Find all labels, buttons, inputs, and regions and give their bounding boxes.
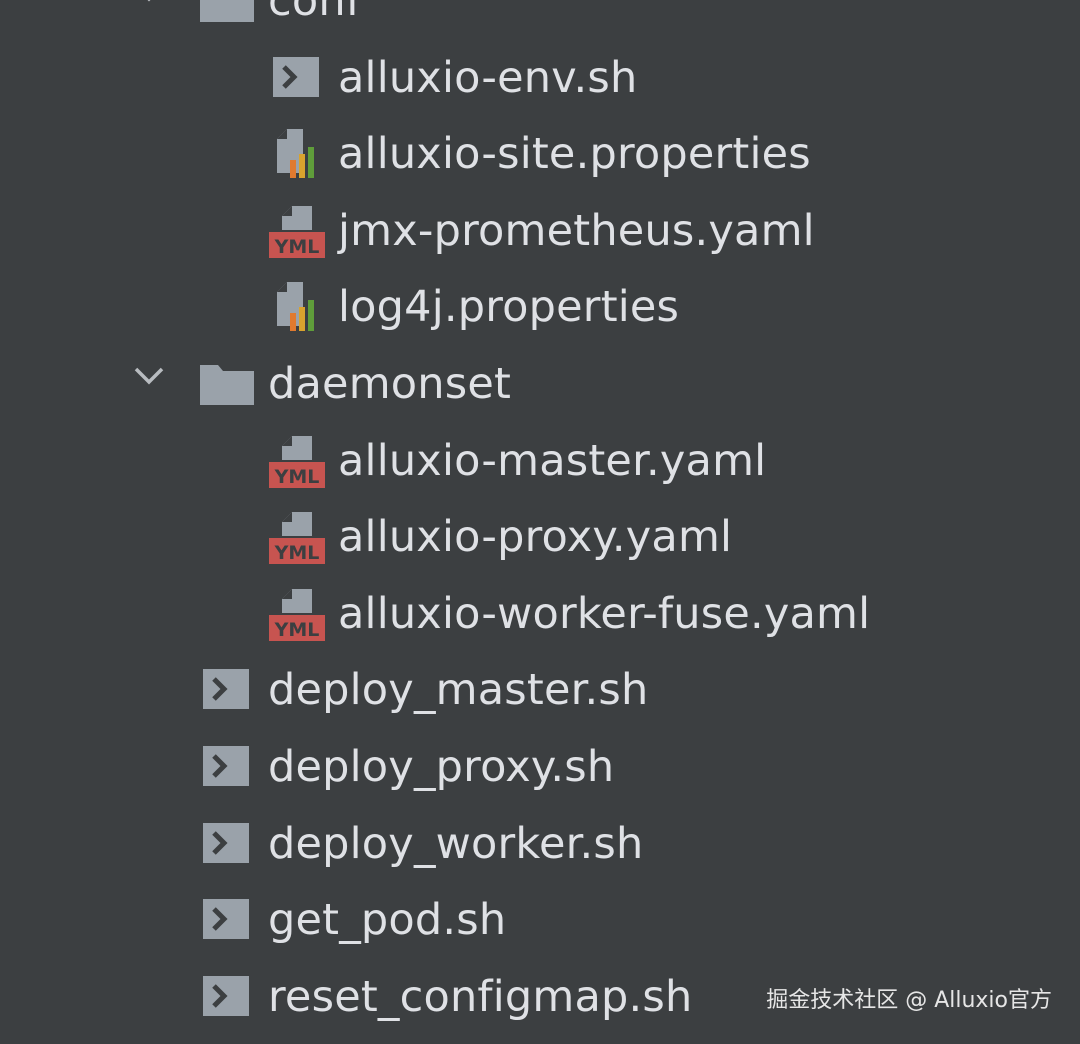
tree-file-row[interactable]: YML jmx-prometheus.yaml [0, 202, 1080, 278]
tree-file-row[interactable]: alluxio-env.sh [0, 49, 1080, 125]
chevron-down-icon[interactable] [130, 361, 170, 391]
svg-text:YML: YML [274, 466, 320, 488]
tree-file-row[interactable]: log4j.properties [0, 278, 1080, 354]
tree-item-label: alluxio-master.yaml [338, 435, 767, 486]
shell-script-icon [198, 968, 256, 1026]
tree-item-label: deploy_master.sh [268, 665, 649, 716]
properties-file-icon [268, 125, 326, 183]
tree-item-label: reset_configmap.sh [268, 971, 693, 1022]
tree-file-row[interactable]: YML alluxio-proxy.yaml [0, 508, 1080, 584]
tree-item-label: alluxio-worker-fuse.yaml [338, 588, 871, 639]
tree-file-row[interactable]: deploy_master.sh [0, 661, 1080, 737]
tree-file-row[interactable]: deploy_proxy.sh [0, 738, 1080, 814]
tree-item-label: conf [268, 0, 362, 26]
tree-item-label: jmx-prometheus.yaml [338, 205, 815, 256]
svg-text:YML: YML [274, 542, 320, 564]
yaml-file-icon: YML [268, 508, 326, 566]
tree-item-label: get_pod.sh [268, 895, 507, 946]
watermark: 掘金技术社区 @ Alluxio官方 [766, 988, 1052, 1013]
yaml-file-icon: YML [268, 202, 326, 260]
shell-script-icon [198, 815, 256, 873]
tree-item-label: log4j.properties [338, 282, 680, 333]
tree-file-row[interactable]: reset_configmap.sh [0, 968, 1080, 1044]
tree-item-label: deploy_worker.sh [268, 818, 644, 869]
tree-file-row[interactable]: get_pod.sh [0, 891, 1080, 967]
properties-file-icon [268, 278, 326, 336]
tree-file-row[interactable]: deploy_worker.sh [0, 815, 1080, 891]
yaml-file-icon: YML [268, 585, 326, 643]
tree-item-label: alluxio-proxy.yaml [338, 512, 733, 563]
tree-folder-row[interactable]: daemonset [0, 355, 1080, 431]
shell-script-icon [198, 738, 256, 796]
folder-icon [198, 355, 256, 413]
tree-item-label: daemonset [268, 359, 512, 409]
tree-file-row[interactable]: YML alluxio-worker-fuse.yaml [0, 585, 1080, 661]
tree-item-label: deploy_proxy.sh [268, 742, 615, 792]
chevron-down-icon[interactable] [130, 0, 170, 8]
svg-text:YML: YML [274, 619, 320, 641]
tree-item-label: alluxio-env.sh [338, 52, 638, 103]
shell-script-icon [198, 661, 256, 719]
tree-folder-row[interactable]: conf [0, 0, 1080, 48]
tree-file-row[interactable]: YML alluxio-master.yaml [0, 432, 1080, 508]
tree-file-row[interactable]: alluxio-site.properties [0, 125, 1080, 201]
tree-item-label: alluxio-site.properties [338, 129, 811, 180]
shell-script-icon [198, 891, 256, 949]
svg-text:YML: YML [274, 236, 320, 258]
yaml-file-icon: YML [268, 432, 326, 490]
folder-icon [198, 0, 256, 30]
shell-script-icon [268, 49, 326, 107]
